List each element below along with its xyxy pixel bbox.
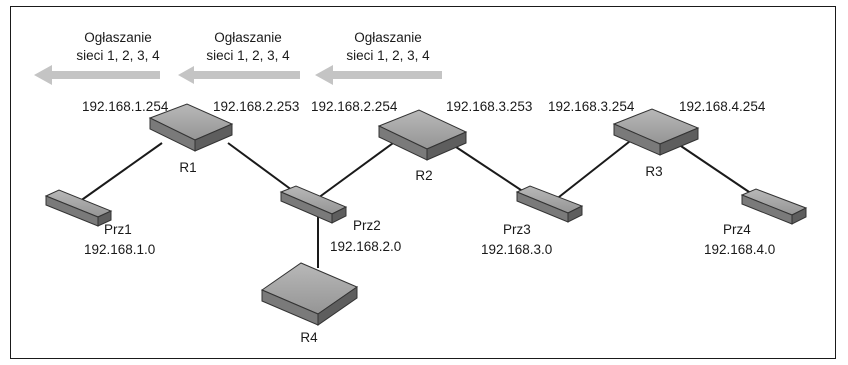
- advert-arrow-2: [178, 66, 300, 84]
- router-r2: [377, 109, 468, 161]
- switch-prz4-network: 192.168.4.0: [704, 242, 775, 257]
- switch-prz4: [740, 188, 808, 225]
- advert-2-line2: sieci 1, 2, 3, 4: [206, 48, 290, 63]
- link-r1-prz1: [75, 142, 163, 205]
- router-r2-label: R2: [415, 168, 432, 183]
- router-r1-label: R1: [179, 160, 196, 175]
- ip-r3-right: 192.168.4.254: [679, 99, 766, 114]
- diagram-frame: [10, 6, 836, 359]
- advert-1-line1: Ogłaszanie: [84, 30, 152, 45]
- link-r2-prz3: [455, 146, 531, 197]
- link-r3-prz4: [671, 139, 759, 199]
- links: [75, 137, 759, 268]
- link-prz2-r2: [317, 137, 401, 199]
- ip-r1-right: 192.168.2.253: [213, 99, 299, 114]
- switch-prz4-label: Prz4: [723, 222, 751, 237]
- switch-prz1-label: Prz1: [104, 222, 132, 237]
- link-r1-prz2: [227, 142, 301, 197]
- switch-prz3-label: Prz3: [503, 222, 531, 237]
- switch-prz2-label: Prz2: [353, 218, 381, 233]
- ip-r3-left: 192.168.3.254: [548, 99, 635, 114]
- ip-r1-left: 192.168.1.254: [82, 99, 169, 114]
- router-r3-label: R3: [645, 164, 662, 179]
- switch-prz1: [44, 189, 113, 227]
- switch-prz2: [279, 185, 348, 224]
- switch-prz3: [515, 185, 584, 223]
- advert-arrow-3: [315, 65, 442, 85]
- link-prz3-r3: [544, 137, 635, 209]
- advert-1-line2: sieci 1, 2, 3, 4: [76, 48, 160, 63]
- switch-prz1-network: 192.168.1.0: [84, 242, 155, 257]
- advert-3-line1: Ogłaszanie: [354, 30, 422, 45]
- ip-r2-right: 192.168.3.253: [446, 99, 532, 114]
- switch-prz3-network: 192.168.3.0: [481, 242, 552, 257]
- router-r4: [260, 262, 359, 326]
- switch-prz2-network: 192.168.2.0: [330, 239, 401, 254]
- router-r1: [148, 103, 234, 152]
- advert-3-line2: sieci 1, 2, 3, 4: [346, 48, 430, 63]
- advert-2-line1: Ogłaszanie: [214, 30, 282, 45]
- advert-arrow-1: [34, 65, 160, 85]
- router-r4-label: R4: [300, 330, 318, 345]
- router-r3: [612, 108, 700, 156]
- ip-r2-left: 192.168.2.254: [311, 99, 398, 114]
